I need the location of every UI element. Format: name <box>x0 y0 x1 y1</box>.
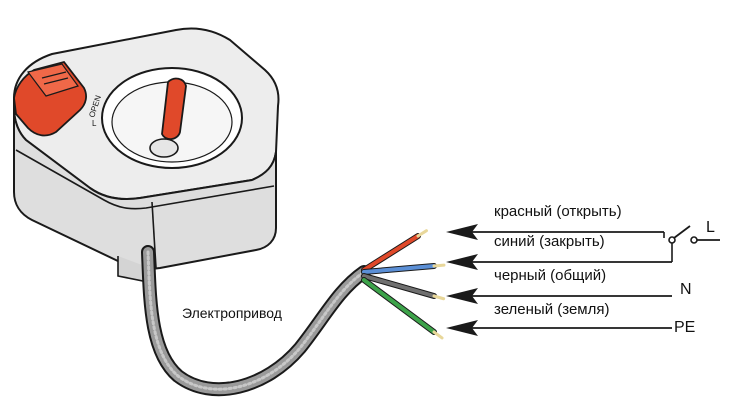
wire-2 <box>362 274 436 298</box>
manual-switch-cover <box>13 60 87 137</box>
wire-tip <box>432 294 446 301</box>
wire-label: зеленый (земля) <box>494 301 610 318</box>
lever-mark: L <box>92 119 97 128</box>
wire-3 <box>362 278 436 334</box>
wire-tip <box>416 229 428 238</box>
dial <box>101 67 243 169</box>
housing-seam <box>151 201 157 269</box>
arrow-head <box>446 288 478 304</box>
terminal-L: L <box>706 219 715 236</box>
wire-label: синий (закрыть) <box>494 233 605 250</box>
actuator-label: Электропривод <box>182 305 282 321</box>
arrow-head <box>446 224 478 240</box>
wire-tip <box>432 263 446 268</box>
wire-0 <box>362 234 420 272</box>
switch-symbol <box>663 225 720 262</box>
terminal-PE: PE <box>674 319 695 336</box>
wires <box>361 229 446 340</box>
dial-lever <box>161 77 187 140</box>
switch-contact-right <box>690 236 698 244</box>
wire-tip <box>432 330 444 340</box>
dial-hub <box>149 138 179 158</box>
wire-label: черный (общий) <box>494 267 606 284</box>
cable <box>141 245 371 397</box>
arrow-head <box>446 320 478 336</box>
switch-blade <box>673 225 691 239</box>
arrow-head <box>446 254 478 270</box>
terminal-N: N <box>680 281 692 298</box>
wire-1 <box>362 264 436 274</box>
housing-edge <box>15 149 275 210</box>
wire-label: красный (открыть) <box>494 203 622 220</box>
connection-arrows: красный (открыть) синий (закрыть) черный (… <box>446 203 672 336</box>
housing-front <box>13 107 277 270</box>
